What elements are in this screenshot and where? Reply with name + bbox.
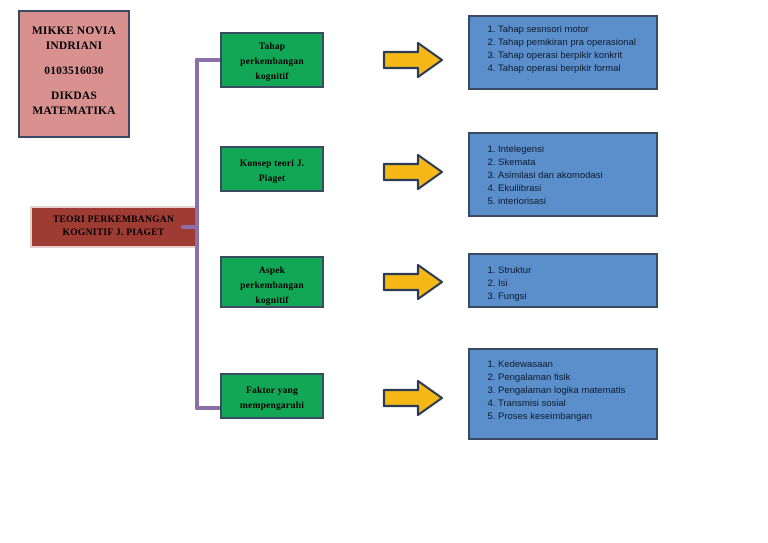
list-item: Struktur [498, 264, 648, 277]
topic-box-aspek-perkembangan: Aspek perkembangan kognitif [220, 256, 324, 308]
detail-box-tahap-perkembangan: Tahap sesnsori motor Tahap pemikiran pra… [468, 15, 658, 90]
list-item: Ekuilibrasi [498, 182, 648, 195]
topic-line1: Aspek [258, 266, 286, 276]
list-item: Proses keseimbangan [498, 410, 648, 423]
list-item: Pengalaman fisik [498, 371, 648, 384]
list-item: Tahap sesnsori motor [498, 23, 648, 36]
list-item: Isi [498, 277, 648, 290]
detail-list: Struktur Isi Fungsi [476, 264, 648, 303]
topic-line2: perkembangan [240, 281, 304, 291]
list-item: Tahap operasi berpikir formal [498, 62, 648, 75]
spacer [20, 54, 128, 64]
root-node: TEORI PERKEMBANGAN KOGNITIF J. PIAGET [30, 206, 197, 248]
list-item: Fungsi [498, 290, 648, 303]
list-item: Kedewasaan [498, 358, 648, 371]
connector-trunk [195, 58, 199, 410]
detail-box-konsep-teori: Intelegensi Skemata Asimilasi dan akomod… [468, 132, 658, 217]
topic-label: Faktor yang mempengaruhi [222, 384, 322, 414]
list-item: interiorisasi [498, 195, 648, 208]
detail-box-aspek-perkembangan: Struktur Isi Fungsi [468, 253, 658, 308]
topic-box-tahap-perkembangan: Tahap perkembangan kognitif [220, 32, 324, 88]
right-arrow-icon [382, 152, 444, 192]
program-line2: MATEMATIKA [32, 105, 116, 117]
detail-list: Intelegensi Skemata Asimilasi dan akomod… [476, 143, 648, 208]
topic-line3: kognitif [255, 72, 289, 82]
topic-line3: kognitif [255, 296, 289, 306]
list-item: Skemata [498, 156, 648, 169]
connector-tree [181, 48, 234, 422]
list-item: Tahap pemikiran pra operasional [498, 36, 648, 49]
student-name-line1: MIKKE NOVIA [31, 25, 117, 37]
student-name-line2: INDRIANI [45, 40, 103, 52]
topic-label: Tahap perkembangan kognitif [222, 40, 322, 85]
root-line2: KOGNITIF J. PIAGET [62, 228, 165, 238]
topic-line1: Tahap [258, 42, 286, 52]
right-arrow-icon [382, 262, 444, 302]
right-arrow-icon [382, 378, 444, 418]
right-arrow-icon [382, 40, 444, 80]
detail-list: Kedewasaan Pengalaman fisik Pengalaman l… [476, 358, 648, 423]
root-node-label: TEORI PERKEMBANGAN KOGNITIF J. PIAGET [53, 214, 174, 240]
list-item: Intelegensi [498, 143, 648, 156]
list-item: Tahap operasi berpikir konkrit [498, 49, 648, 62]
topic-line2: mempengaruhi [239, 401, 305, 411]
list-item: Asimilasi dan akomodasi [498, 169, 648, 182]
topic-box-faktor-mempengaruhi: Faktor yang mempengaruhi [220, 373, 324, 419]
student-id: 0103516030 [44, 65, 104, 77]
identity-box: MIKKE NOVIA INDRIANI 0103516030 DIKDAS M… [18, 10, 130, 138]
topic-label: Aspek perkembangan kognitif [222, 264, 322, 306]
connector-bottom-cap [195, 406, 221, 410]
topic-label: Konsep teori J. Piaget [222, 157, 322, 187]
topic-line2: perkembangan [240, 57, 304, 67]
connector-root-stub [181, 225, 197, 229]
topic-line1: Faktor yang [246, 386, 298, 396]
root-line1: TEORI PERKEMBANGAN [52, 215, 175, 225]
connector-top-cap [195, 58, 221, 62]
program-line1: DIKDAS [51, 90, 97, 102]
spacer [20, 79, 128, 89]
list-item: Transmisi sosial [498, 397, 648, 410]
detail-list: Tahap sesnsori motor Tahap pemikiran pra… [476, 23, 648, 75]
topic-box-konsep-teori: Konsep teori J. Piaget [220, 146, 324, 192]
topic-line1: Konsep teori J. [239, 159, 305, 169]
topic-line2: Piaget [258, 174, 286, 184]
detail-box-faktor-mempengaruhi: Kedewasaan Pengalaman fisik Pengalaman l… [468, 348, 658, 440]
list-item: Pengalaman logika matematis [498, 384, 648, 397]
